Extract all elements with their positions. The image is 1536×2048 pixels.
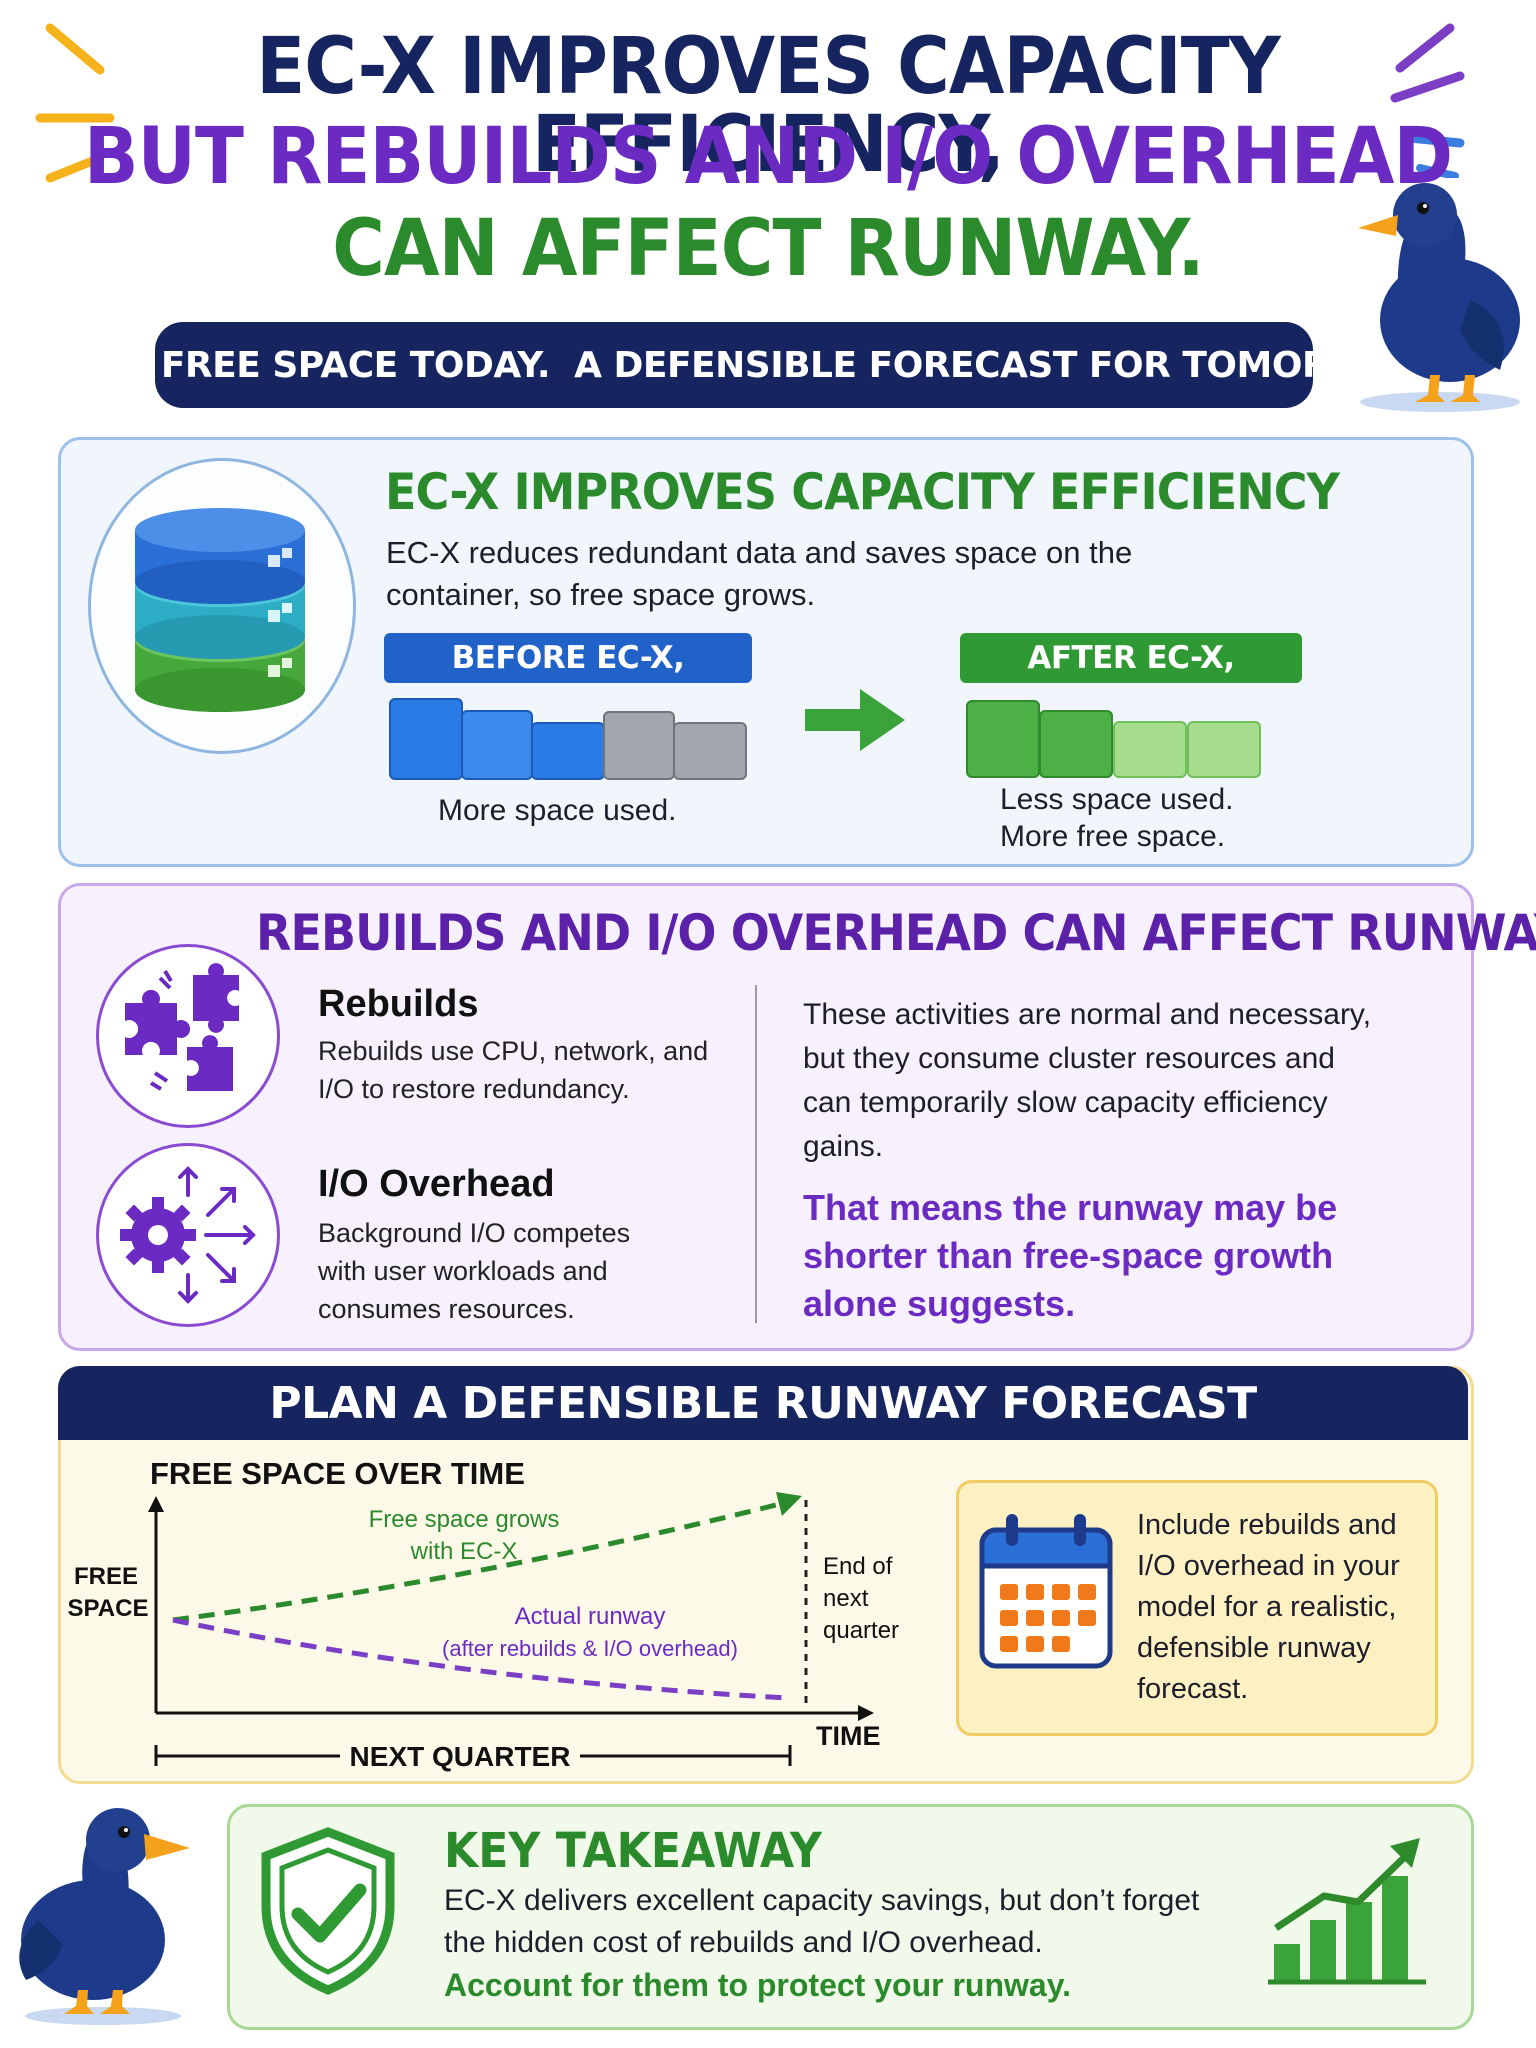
after-caption: Less space used. More free space. (1000, 781, 1233, 855)
series-free-space-label-line1: Free space grows (369, 1506, 560, 1533)
rebuilds-text: Rebuilds use CPU, network, and I/O to re… (318, 1036, 709, 1104)
before-block (603, 711, 675, 780)
runway-forecast-chart: FREE SPACE OVER TIME FREE SPACE TIME End… (68, 1456, 900, 1772)
before-block (673, 722, 747, 780)
takeaway-panel (227, 1804, 1474, 2030)
efficiency-title: EC-X IMPROVES CAPACITY EFFICIENCY (385, 463, 1340, 521)
end-marker-line1: End of (823, 1553, 893, 1580)
rebuilds-heading: Rebuilds (318, 983, 479, 1025)
after-block (1187, 721, 1261, 778)
puzzle-icon (125, 963, 239, 1091)
series-actual-runway-label-line1: Actual runway (515, 1603, 666, 1630)
series-free-space-grows (172, 1499, 789, 1623)
takeaway-line1: EC-X delivers excellent capacity savings… (444, 1884, 1200, 1917)
end-marker-line3: quarter (823, 1617, 899, 1644)
series-actual-runway (172, 1617, 789, 1701)
efficiency-description: EC-X reduces redundant data and saves sp… (386, 535, 1133, 612)
before-block (389, 698, 463, 780)
title-line-2: BUT REBUILDS AND I/O OVERHEAD (83, 112, 1453, 202)
y-axis-label-line1: FREE (74, 1563, 138, 1590)
sparkle-right-icon (1390, 23, 1465, 178)
sparkle-left-icon (35, 23, 115, 183)
series-actual-runway-label-line2: (after rebuilds & I/O overhead) (442, 1636, 738, 1661)
gear-arrows-icon (120, 1166, 256, 1304)
duck-mascot-bottom-icon (19, 1808, 190, 2025)
series-free-space-arrowhead (776, 1492, 802, 1516)
takeaway-title: KEY TAKEAWAY (444, 1823, 822, 1879)
title-line-3: CAN AFFECT RUNWAY. (332, 204, 1204, 294)
takeaway-line2: the hidden cost of rebuilds and I/O over… (444, 1926, 1043, 1959)
takeaway-text: EC-X delivers excellent capacity savings… (444, 1880, 1224, 2006)
database-icon (135, 508, 305, 712)
x-axis-label: TIME (816, 1721, 881, 1751)
before-caption: More space used. (438, 794, 677, 827)
end-marker-line2: next (823, 1585, 869, 1612)
y-axis-arrow (148, 1496, 164, 1512)
growth-chart-icon (1268, 1838, 1426, 1985)
before-label: BEFORE EC-X, (384, 633, 752, 683)
range-label: NEXT QUARTER (350, 1741, 571, 1772)
before-block (461, 710, 533, 780)
puzzle-icon-frame (96, 944, 280, 1128)
chart-title: FREE SPACE OVER TIME (150, 1456, 525, 1491)
title-line-1: EC-X IMPROVES CAPACITY EFFICIENCY, (256, 22, 1281, 190)
after-caption-line2: More free space. (1000, 820, 1226, 853)
y-axis-label-line2: SPACE (68, 1595, 149, 1622)
after-caption-line1: Less space used. (1000, 783, 1234, 816)
overhead-explanation: These activities are normal and necessar… (803, 998, 1372, 1163)
io-overhead-text: Background I/O competes with user worklo… (318, 1218, 631, 1324)
overhead-title: REBUILDS AND I/O OVERHEAD CAN AFFECT RUN… (256, 904, 1536, 962)
shield-check-icon (261, 1827, 395, 1995)
forecast-title: PLAN A DEFENSIBLE RUNWAY FORECAST (58, 1366, 1468, 1440)
vertical-divider (755, 985, 757, 1323)
series-free-space-label-line2: with EC-X (410, 1538, 518, 1565)
after-block (1113, 721, 1187, 778)
calendar-icon (979, 1514, 1113, 1669)
forecast-note: Include rebuilds and I/O overhead in you… (1137, 1509, 1400, 1705)
arrow-right-icon (805, 689, 905, 751)
before-block (531, 722, 605, 780)
takeaway-line3: Account for them to protect your runway. (444, 1967, 1071, 2003)
after-block (1039, 710, 1113, 778)
after-block (966, 700, 1040, 778)
subtitle-banner: MORE FREE SPACE TODAY. A DEFENSIBLE FORE… (32, 322, 1436, 408)
after-label: AFTER EC-X, (960, 633, 1302, 683)
overhead-panel (58, 883, 1474, 1351)
overhead-emphasis: That means the runway may be shorter tha… (803, 1187, 1338, 1324)
io-overhead-heading: I/O Overhead (318, 1163, 555, 1205)
duck-mascot-icon (1358, 183, 1520, 412)
x-axis-arrow (858, 1705, 874, 1721)
